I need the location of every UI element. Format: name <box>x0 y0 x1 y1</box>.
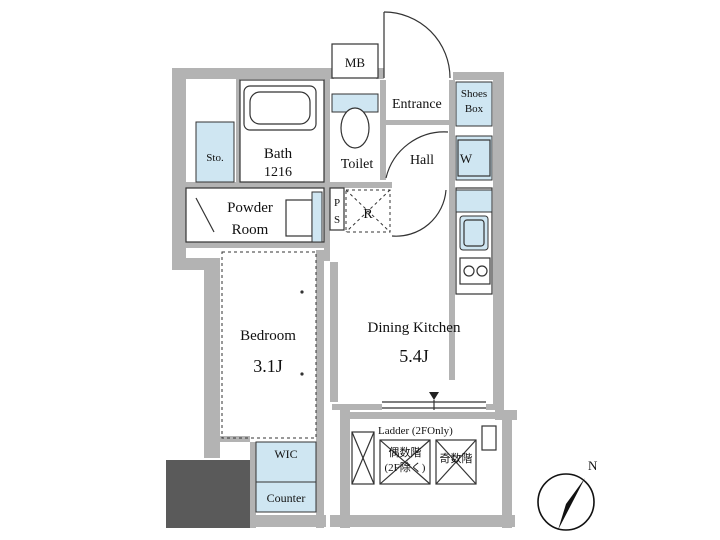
bedroom-label: Bedroom <box>240 328 296 344</box>
bathtub <box>243 85 317 131</box>
stove <box>459 257 491 285</box>
interior-walls <box>186 79 455 380</box>
mb-box <box>331 43 379 79</box>
kitchen-sink <box>459 215 489 251</box>
storage-label: Sto. <box>206 152 224 164</box>
even-floor-label-2: (2F除く) <box>385 460 426 474</box>
ps-label-p: P <box>334 197 340 209</box>
washer-label: W <box>460 151 473 166</box>
compass: N <box>537 458 598 531</box>
outdoor-unit <box>481 425 497 451</box>
washer-pan <box>455 135 493 181</box>
compass-n-label: N <box>588 458 598 473</box>
entry-marker <box>429 392 439 400</box>
outer-walls <box>172 68 517 528</box>
dining-kitchen-size: 5.4J <box>399 346 429 366</box>
shoes-box-label-2: Box <box>465 103 484 115</box>
even-floor-label-1: 偶数階 <box>389 445 422 459</box>
entrance-door[interactable] <box>383 11 451 79</box>
toilet-label: Toilet <box>341 157 374 172</box>
north-arrow-icon <box>558 478 585 530</box>
refrigerator-space <box>345 189 391 233</box>
entrance-label: Entrance <box>392 97 442 112</box>
shoes-box <box>455 81 493 127</box>
wic <box>255 441 317 483</box>
wic-label: WIC <box>274 447 297 461</box>
kitchen-door[interactable] <box>391 189 447 237</box>
balcony-window[interactable] <box>382 400 486 410</box>
dining-kitchen-label: Dining Kitchen <box>368 320 461 336</box>
toilet-bowl <box>340 107 370 149</box>
bedroom-size: 3.1J <box>253 356 283 376</box>
bath-label: Bath <box>264 146 293 162</box>
mb-label: MB <box>345 55 366 70</box>
balcony-block <box>166 460 250 528</box>
counter-label: Counter <box>267 491 306 505</box>
bath-area <box>239 79 325 183</box>
odd-floor-label: 奇数階 <box>440 451 473 465</box>
shoes-box-label-1: Shoes <box>461 88 487 100</box>
bedroom-area <box>221 251 317 439</box>
ps-label-s: S <box>334 214 340 226</box>
storage <box>195 121 235 183</box>
refrigerator-label: R <box>363 207 373 222</box>
bath-size: 1216 <box>264 165 292 180</box>
ladder-label: Ladder (2FOnly) <box>378 425 453 437</box>
powder-label-2: Room <box>232 222 269 238</box>
ps-shaft <box>329 187 345 231</box>
powder-room <box>185 187 325 243</box>
powder-label-1: Powder <box>227 200 273 216</box>
hall-door[interactable] <box>385 131 449 179</box>
hall-label: Hall <box>410 153 434 168</box>
powder-door[interactable] <box>195 197 215 233</box>
